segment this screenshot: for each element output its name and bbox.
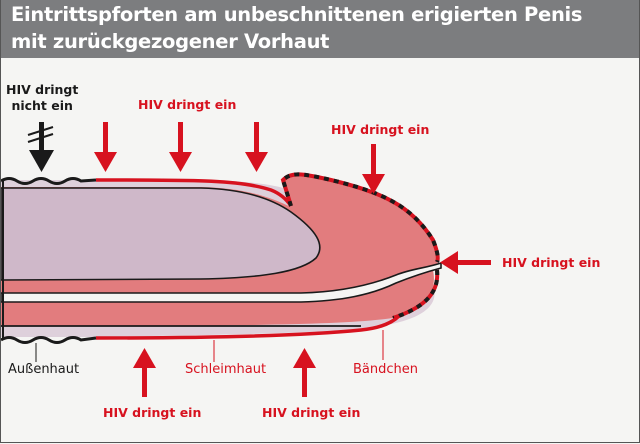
title-line-2: mit zurückgezogener Vorhaut bbox=[11, 30, 330, 53]
outer-skin-top-wavy bbox=[1, 177, 97, 185]
no-entry-label-line1: HIV dringt bbox=[6, 82, 79, 97]
entry-arrow-up-icon bbox=[133, 348, 316, 397]
entry-label-bottom-right: HIV dringt ein bbox=[262, 405, 361, 420]
mucosa-label: Schleimhaut bbox=[185, 362, 267, 377]
entry-arrow-down-icon bbox=[94, 122, 385, 194]
urethra-channel bbox=[1, 261, 442, 303]
blocked-arrow-icon bbox=[27, 122, 54, 172]
outer-skin-label: Außenhaut bbox=[8, 362, 80, 377]
no-entry-label: HIV dringt nicht ein bbox=[6, 82, 78, 114]
entry-arrow-left-icon bbox=[440, 251, 491, 274]
no-entry-label-line2: nicht ein bbox=[11, 98, 73, 113]
entry-label-tip: HIV dringt ein bbox=[502, 255, 601, 270]
entry-label-top-right: HIV dringt ein bbox=[331, 122, 430, 137]
outer-skin-bottom-wavy bbox=[1, 336, 97, 344]
frenulum-label: Bändchen bbox=[353, 362, 418, 377]
mucosa-bottom-line bbox=[95, 314, 401, 340]
title-bar: Eintrittspforten am unbeschnittenen erig… bbox=[1, 0, 639, 58]
mucosa-top-line bbox=[95, 178, 293, 207]
title-line-1: Eintrittspforten am unbeschnittenen erig… bbox=[11, 3, 583, 26]
entry-label-bottom-left: HIV dringt ein bbox=[103, 405, 202, 420]
shaft-inner-body bbox=[1, 187, 321, 281]
entry-label-top-left: HIV dringt ein bbox=[138, 97, 237, 112]
